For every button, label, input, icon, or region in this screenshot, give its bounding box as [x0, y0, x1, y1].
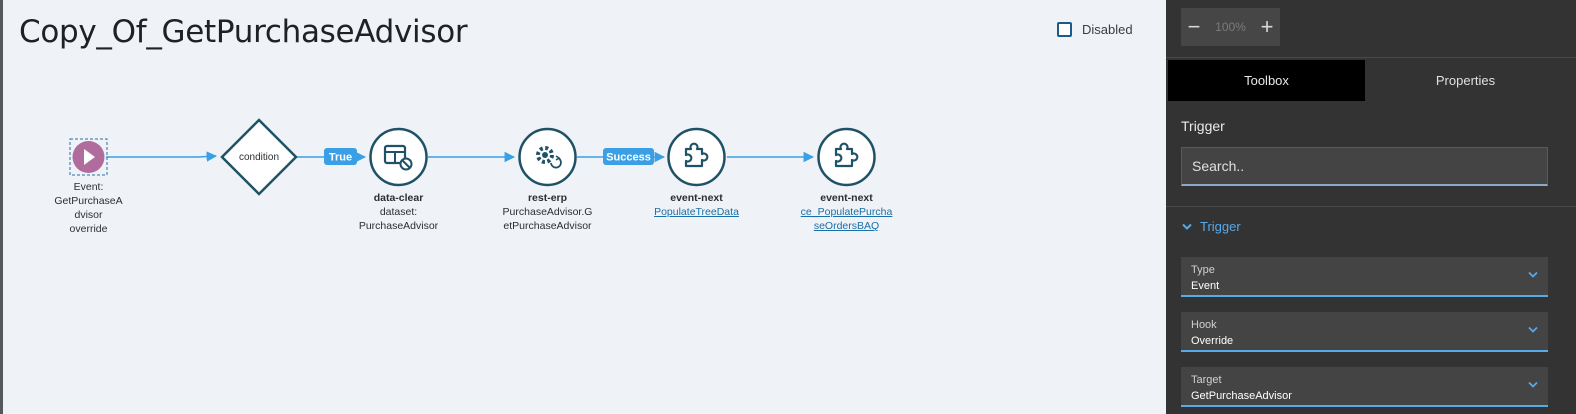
event-next-2-link[interactable]: seOrdersBAQ — [813, 220, 880, 232]
trigger-section-toggle[interactable]: Trigger — [1182, 219, 1241, 234]
event-next-1-link[interactable]: PopulateTreeData — [654, 206, 739, 218]
hook-select[interactable]: Hook Override — [1181, 312, 1548, 352]
disabled-label: Disabled — [1082, 22, 1133, 37]
puzzle-icon — [834, 142, 859, 168]
event-node-line: GetPurchaseA — [54, 195, 123, 207]
edge-label-success-text: Success — [606, 152, 651, 164]
zoom-level: 100% — [1215, 20, 1246, 34]
gear-sync-icon — [536, 146, 562, 169]
type-value: Event — [1191, 280, 1220, 292]
condition-node[interactable]: condition — [220, 118, 298, 196]
trigger-section-title: Trigger — [1200, 219, 1241, 234]
event-node-label: Event: GetPurchaseA dvisor override — [43, 180, 134, 236]
chevron-down-icon — [1528, 381, 1538, 388]
rest-erp-node[interactable] — [518, 127, 577, 187]
event-next-2-title: event-next — [820, 192, 873, 204]
zoom-out-button[interactable]: − — [1187, 14, 1201, 39]
event-next-2-link[interactable]: ce_PopulatePurcha — [800, 206, 893, 218]
edge-event-condition — [106, 151, 218, 162]
type-label: Type — [1191, 264, 1215, 276]
target-select[interactable]: Target GetPurchaseAdvisor — [1181, 367, 1548, 407]
rest-erp-line: PurchaseAdvisor.G — [502, 206, 593, 218]
event-next-1-title: event-next — [670, 192, 723, 204]
trigger-heading: Trigger — [1181, 118, 1225, 134]
data-clear-node[interactable] — [369, 127, 428, 187]
search-input[interactable] — [1181, 147, 1548, 186]
hook-value: Override — [1191, 335, 1234, 347]
chevron-down-icon — [1528, 271, 1538, 278]
target-label: Target — [1191, 374, 1222, 386]
event-next-1-label: event-next PopulateTreeData — [641, 191, 752, 219]
tab-properties[interactable]: Properties — [1435, 73, 1496, 88]
event-node-line: dvisor — [74, 209, 103, 221]
condition-label: condition — [239, 152, 279, 163]
type-select[interactable]: Type Event — [1181, 257, 1548, 297]
puzzle-icon — [684, 142, 709, 168]
edge-label-success[interactable]: Success — [603, 148, 654, 165]
divider — [1166, 206, 1576, 207]
edge-label-true[interactable]: True — [324, 148, 357, 165]
event-node-line: override — [69, 223, 108, 235]
data-clear-line: PurchaseAdvisor — [358, 220, 439, 232]
rest-erp-title: rest-erp — [527, 192, 568, 204]
tab-toolbox[interactable]: Toolbox — [1168, 60, 1365, 101]
data-clear-label: data-clear dataset: PurchaseAdvisor — [348, 191, 449, 233]
flow-canvas[interactable]: Copy_Of_GetPurchaseAdvisor Disabled True — [0, 0, 1166, 414]
play-icon — [84, 149, 95, 165]
data-clear-title: data-clear — [373, 192, 424, 204]
table-clear-icon — [383, 144, 413, 171]
hook-label: Hook — [1191, 319, 1217, 331]
zoom-control: − 100% + — [1181, 8, 1280, 46]
chevron-down-icon — [1182, 223, 1192, 230]
target-value: GetPurchaseAdvisor — [1191, 390, 1292, 402]
divider — [1166, 57, 1576, 58]
data-clear-line: dataset: — [379, 206, 418, 218]
disabled-checkbox-box[interactable] — [1057, 22, 1072, 37]
edge-label-true-text: True — [329, 152, 352, 164]
event-node-title: Event: — [73, 181, 104, 193]
rest-erp-line: etPurchaseAdvisor — [503, 220, 592, 232]
disabled-checkbox[interactable]: Disabled — [1057, 22, 1133, 37]
rest-erp-label: rest-erp PurchaseAdvisor.G etPurchaseAdv… — [492, 191, 603, 233]
side-panel: − 100% + Toolbox Properties Trigger Trig… — [1166, 0, 1576, 414]
flow-diagram: True Success condition — [69, 118, 876, 196]
event-next-2-label: event-next ce_PopulatePurcha seOrdersBAQ — [791, 191, 902, 233]
page-title: Copy_Of_GetPurchaseAdvisor — [19, 14, 468, 50]
chevron-down-icon — [1528, 326, 1538, 333]
event-next-node-1[interactable] — [667, 127, 726, 187]
event-next-node-2[interactable] — [817, 127, 876, 187]
event-node[interactable] — [69, 138, 108, 176]
zoom-in-button[interactable]: + — [1260, 14, 1274, 39]
